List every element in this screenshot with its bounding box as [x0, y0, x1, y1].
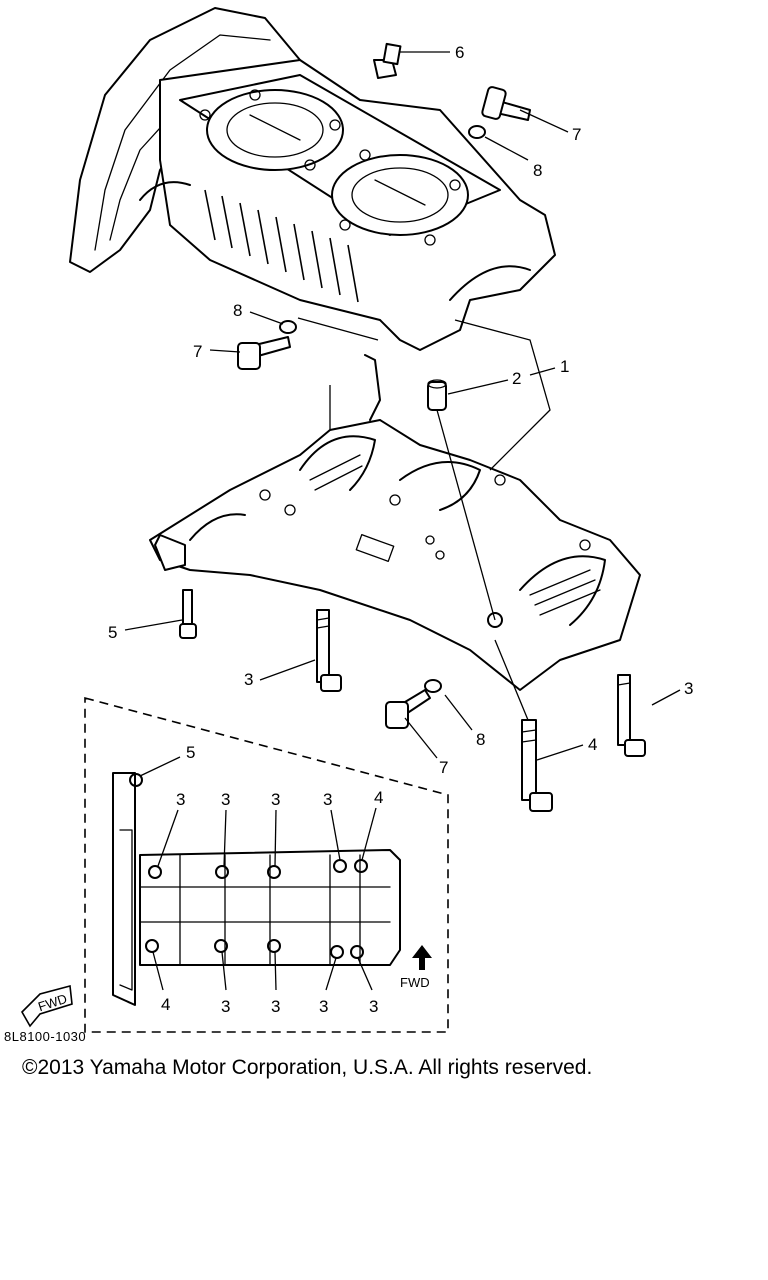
copyright-notice: ©2013 Yamaha Motor Corporation, U.S.A. A…: [22, 1056, 593, 1079]
inset-bottom-4: 3: [319, 997, 328, 1016]
bolt-3-right: [617, 674, 646, 757]
inset-bottom-5: 3: [369, 997, 378, 1016]
bolt-6: [373, 42, 402, 79]
bolt-5: [179, 589, 197, 639]
washer-8-left: [279, 320, 297, 334]
inset-bottom-3: 3: [271, 997, 280, 1016]
inset-top-6: 4: [374, 788, 383, 807]
callout-4: 4: [588, 735, 597, 754]
fwd-badge-icon: FWD: [21, 984, 73, 1028]
inset-top-1: 5: [186, 743, 195, 762]
lower-crankcase: [149, 354, 641, 691]
callout-7-lower: 7: [439, 758, 448, 777]
crankcase-exploded-diagram: 6 7 8 8 7 2 1 5 3 3 4 8 7: [21, 7, 693, 1033]
callout-6: 6: [455, 43, 464, 62]
inset-top-3: 3: [221, 790, 230, 809]
inset-top-4: 3: [271, 790, 280, 809]
reference-code: 8L8100-1030: [4, 1029, 87, 1044]
washer-8-lower: [424, 679, 442, 693]
bolt-7-left: [237, 336, 291, 370]
bolt-3-left: [316, 609, 342, 692]
inset-bottom-2: 3: [221, 997, 230, 1016]
bolt-7-upper-right: [481, 86, 531, 121]
washer-8-upper-right: [468, 125, 486, 139]
inset-top-5: 3: [323, 790, 332, 809]
callout-1: 1: [560, 357, 569, 376]
callout-3-right: 3: [684, 679, 693, 698]
leader-lines: [124, 51, 681, 761]
callout-numbers: 6 7 8 8 7 2 1 5 3 3 4 8 7: [108, 43, 693, 777]
dowel-2: [427, 379, 447, 411]
inset-fwd-label: FWD: [400, 975, 430, 990]
bolt-7-lower: [385, 689, 431, 729]
callout-7-upper: 7: [572, 125, 581, 144]
inset-bottom-1: 4: [161, 995, 170, 1014]
bolt-4: [521, 719, 553, 812]
forward-arrow-icon: [412, 945, 432, 970]
callout-3-left: 3: [244, 670, 253, 689]
upper-crankcase: [69, 7, 556, 351]
callout-8-lower: 8: [476, 730, 485, 749]
callout-8-left: 8: [233, 301, 242, 320]
inset-top-2: 3: [176, 790, 185, 809]
callout-7-left: 7: [193, 342, 202, 361]
callout-8-upper: 8: [533, 161, 542, 180]
callout-5: 5: [108, 623, 117, 642]
callout-2: 2: [512, 369, 521, 388]
cooling-fins: [204, 189, 359, 303]
inset-bolt-layout: 5 3 3 3 3 4 4 3 3 3 3 FWD: [84, 696, 449, 1033]
